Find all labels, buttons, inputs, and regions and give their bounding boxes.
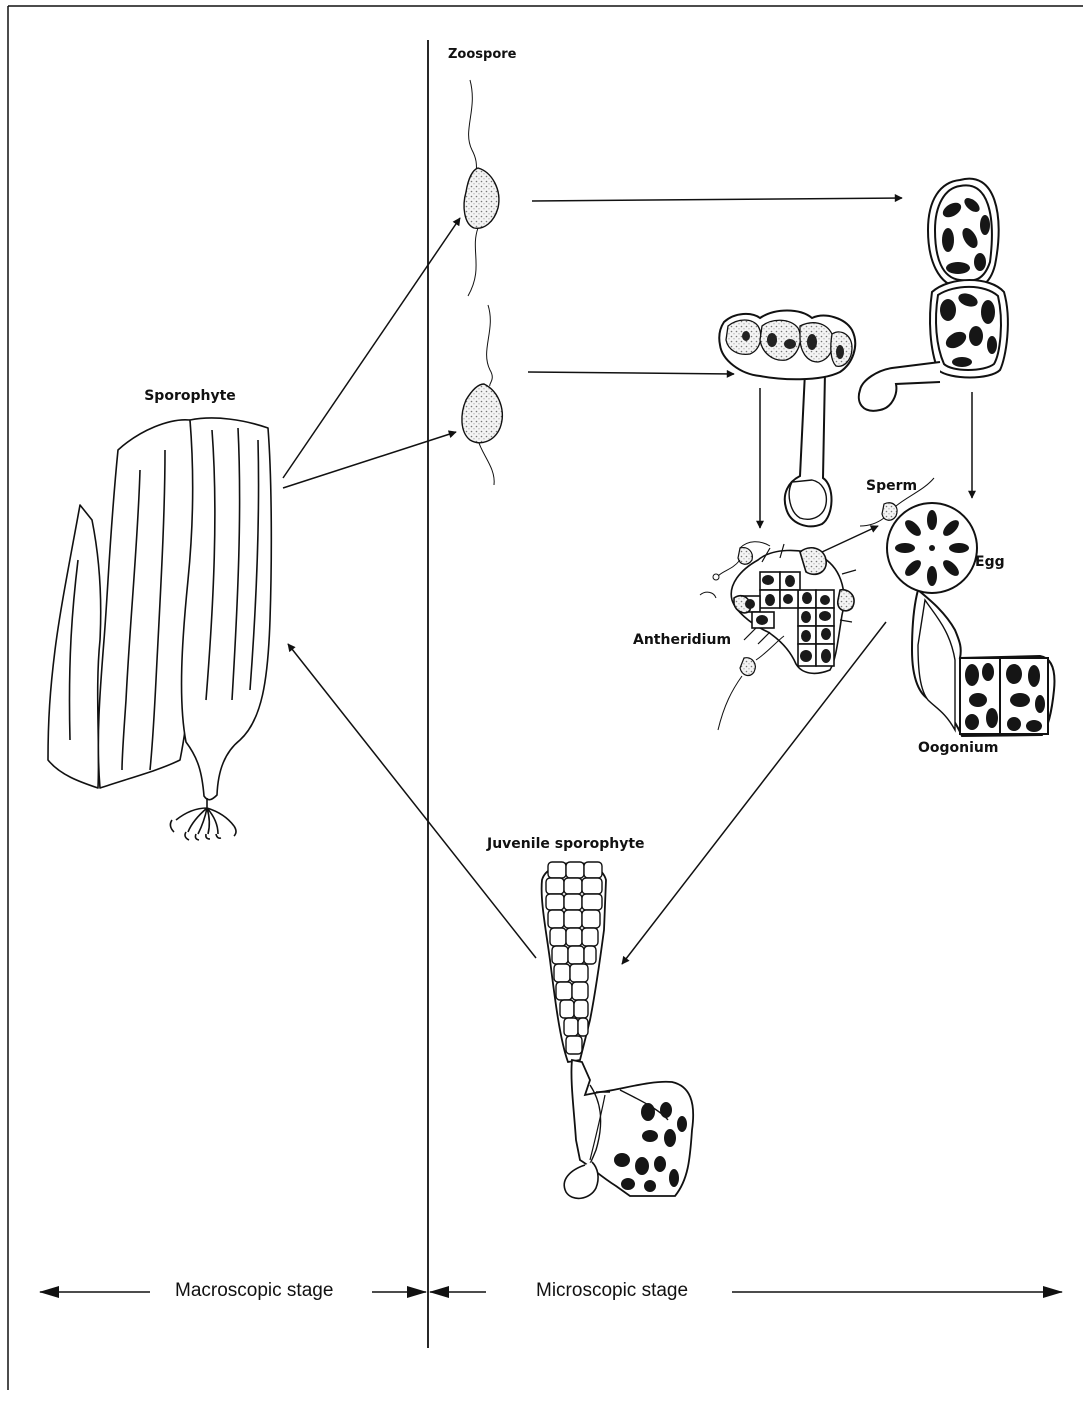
arrow-to-adult-sporophyte [288, 644, 536, 958]
egg-label: Egg [975, 554, 1005, 570]
antheridium-label: Antheridium [633, 632, 731, 648]
zoospore-bottom [462, 305, 502, 485]
juvenile-sporophyte-cells [546, 862, 602, 1054]
juvenile-sporophyte-label: Juvenile sporophyte [486, 836, 645, 852]
zoospore-top [464, 80, 499, 296]
macroscopic-stage-label: Macroscopic stage [171, 1280, 337, 1302]
oogonium-label: Oogonium [918, 740, 998, 756]
female-gametophyte [859, 179, 1008, 411]
microscopic-stage-label: Microscopic stage [532, 1280, 692, 1302]
egg-nucleus-pattern [895, 510, 969, 586]
arrow-to-female-gametophyte [532, 198, 902, 201]
arrow-to-juvenile [622, 622, 886, 964]
arrow-to-male-gametophyte [528, 372, 734, 374]
sporophyte-drawing [48, 418, 271, 840]
sporophyte-label: Sporophyte [144, 388, 236, 404]
arrow-to-sperm [822, 526, 878, 552]
sperm-label: Sperm [866, 478, 917, 494]
zoospore-label: Zoospore [448, 47, 517, 62]
